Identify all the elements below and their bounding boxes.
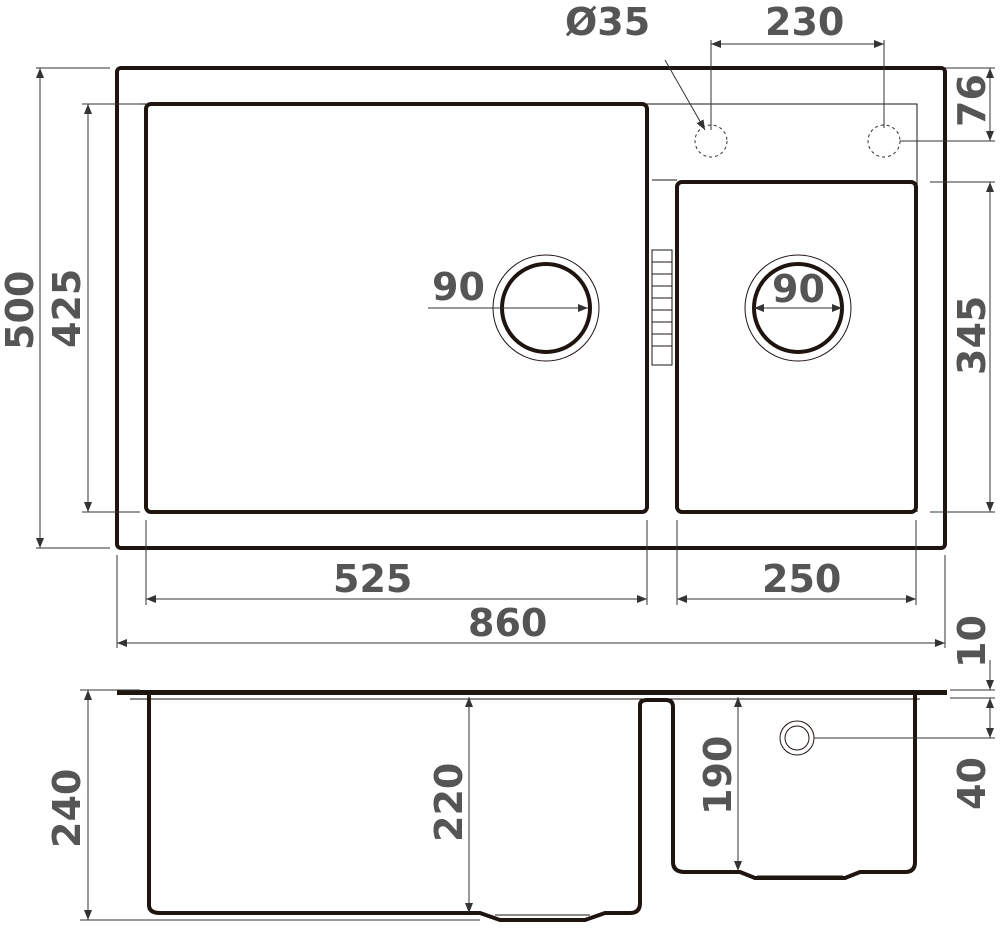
rim bbox=[117, 690, 947, 695]
dim-small-drain: 90 bbox=[772, 267, 825, 311]
main-bowl bbox=[144, 102, 649, 514]
dim-tap-hole-offset: 76 bbox=[950, 74, 994, 127]
dim-small-bowl-width: 250 bbox=[762, 557, 841, 601]
dim-total-width: 860 bbox=[468, 601, 547, 645]
bowl-profile bbox=[147, 695, 917, 922]
dim-rim-thickness: 10 bbox=[950, 615, 994, 668]
dim-overflow-offset: 40 bbox=[950, 757, 994, 810]
top-view bbox=[36, 40, 995, 648]
small-bowl bbox=[675, 180, 918, 514]
dim-small-bowl-depth: 345 bbox=[950, 296, 994, 375]
dim-tap-hole-spacing: 230 bbox=[765, 0, 844, 44]
dim-main-drain: 90 bbox=[432, 265, 485, 309]
dim-main-bowl-height: 220 bbox=[427, 763, 471, 842]
dim-small-bowl-height: 190 bbox=[696, 736, 740, 815]
side-view bbox=[80, 660, 995, 922]
overflow-icon bbox=[779, 720, 815, 756]
overflow-grille-icon bbox=[651, 249, 673, 366]
dim-tap-hole-diameter: Ø35 bbox=[565, 0, 650, 44]
dim-main-bowl-height-total: 240 bbox=[45, 769, 89, 848]
sink-outline bbox=[115, 66, 947, 550]
dim-total-depth: 500 bbox=[0, 271, 42, 350]
tap-hole-icon bbox=[867, 124, 901, 158]
dim-main-bowl-width: 525 bbox=[333, 557, 412, 601]
dim-main-bowl-depth: 425 bbox=[45, 269, 89, 348]
